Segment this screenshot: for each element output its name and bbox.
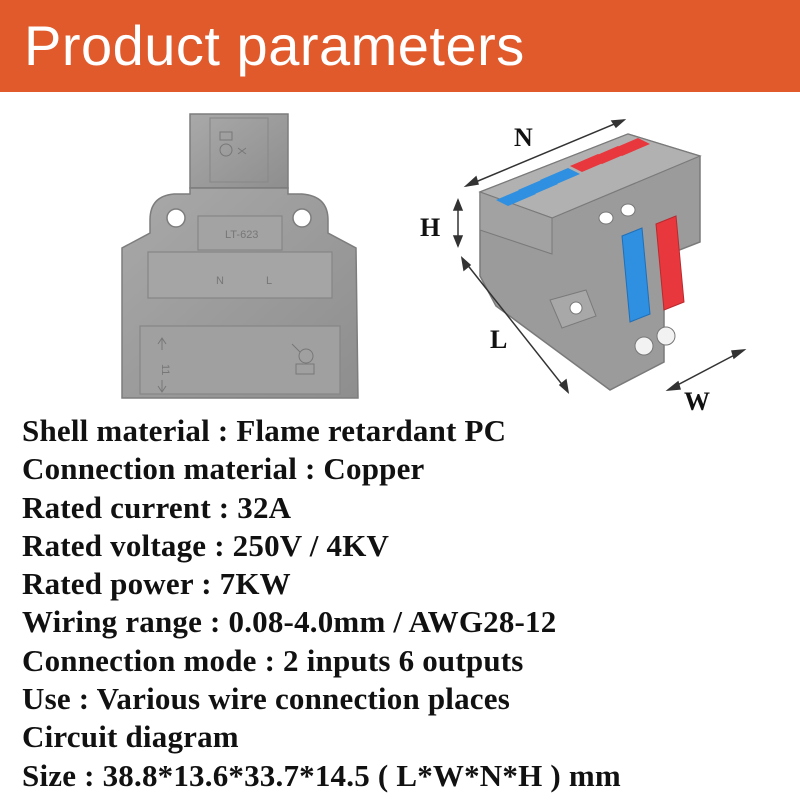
dimension-n-label: N: [514, 123, 533, 152]
spec-rated-current: Rated current : 32A: [22, 489, 292, 525]
spec-shell-material: Shell material : Flame retardant PC: [22, 413, 507, 448]
connector-iso-view: N H L W: [420, 119, 747, 416]
spec-list: Shell material : Flame retardant PC Conn…: [22, 412, 792, 795]
lever-row-top: [496, 138, 650, 206]
spec-connection-mode: Connection mode : 2 inputs 6 outputs: [22, 642, 524, 678]
spec-connection-material: Connection material : Copper: [22, 451, 425, 487]
spec-circuit-diagram: Circuit diagram: [22, 719, 239, 755]
live-label: L: [266, 275, 272, 287]
page-title: Product parameters: [24, 14, 525, 77]
dimension-l-label: L: [490, 325, 507, 354]
dimension-w-label: W: [684, 387, 710, 416]
spec-wiring-range: Wiring range : 0.08-4.0mm / AWG28-12: [22, 604, 557, 640]
spec-rated-power: Rated power : 7KW: [22, 566, 291, 602]
neutral-label: N: [216, 275, 224, 287]
dimension-h-label: H: [420, 213, 440, 242]
spec-size: Size : 38.8*13.6*33.7*14.5 ( L*W*N*H ) m…: [22, 757, 621, 793]
model-label: LT-623: [225, 229, 258, 241]
spec-rated-voltage: Rated voltage : 250V / 4KV: [22, 527, 390, 563]
connector-back-view: LT-623 N L 11: [121, 113, 359, 399]
spec-use: Use : Various wire connection places: [22, 681, 510, 717]
title-banner: Product parameters: [0, 0, 800, 92]
side-marking: 11: [159, 364, 171, 375]
